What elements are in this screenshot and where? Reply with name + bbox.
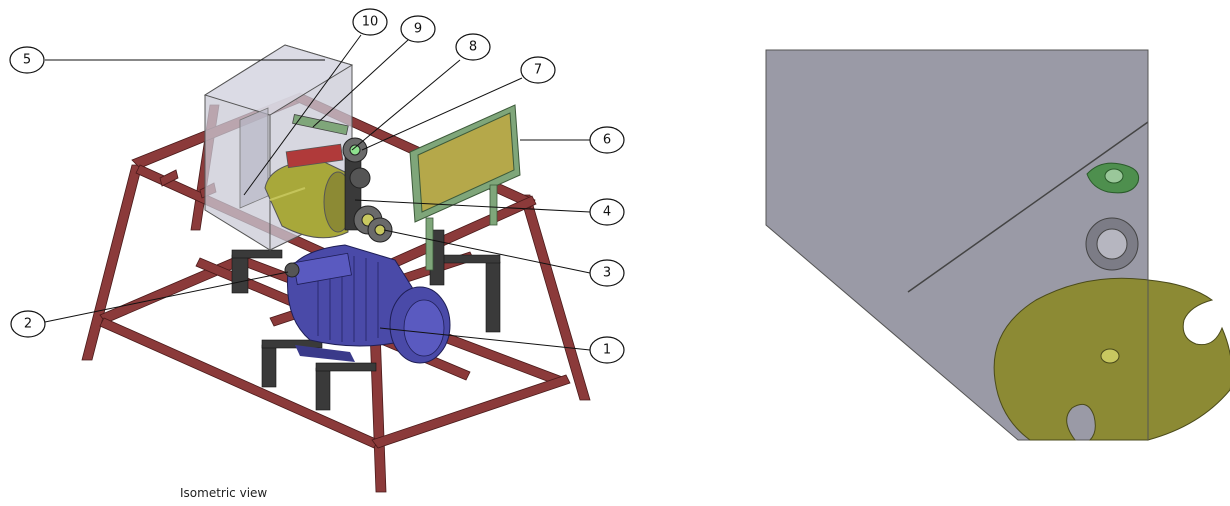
leader-lines (44, 34, 591, 351)
callout-7-label: 7 (534, 63, 542, 78)
leader-8 (351, 59, 461, 151)
detail-cam-right (1147, 279, 1230, 441)
support-right (485, 261, 501, 333)
sieve-mesh (417, 112, 515, 213)
callout-8-label: 8 (469, 40, 477, 55)
callout-1-label: 1 (603, 343, 611, 358)
lower-pulley-2-hub (374, 224, 386, 236)
detail-diagonal (907, 121, 1149, 293)
frame-low-back-left (99, 254, 247, 324)
red-roller (285, 143, 344, 169)
detail-cam-hole (1100, 348, 1120, 364)
isometric-assembly: 5 10 9 8 7 6 4 (9, 8, 625, 500)
support-front-left-top (261, 339, 323, 349)
callout-5-label: 5 (23, 53, 31, 68)
callout-7: 7 (520, 56, 556, 84)
leader-3 (383, 229, 591, 274)
callout-8: 8 (455, 33, 491, 61)
motor-foot (295, 345, 355, 362)
hopper-top (203, 44, 354, 116)
frame-leg-right (519, 194, 591, 401)
callout-4: 4 (589, 198, 625, 226)
upper-pulley-hub (349, 144, 361, 156)
caption-isometric-view: Isometric view (180, 486, 267, 500)
support-front-mid-top (315, 362, 377, 372)
callout-2: 2 (10, 310, 46, 338)
sieve-leg-1 (425, 217, 434, 271)
belt-drive (342, 137, 393, 243)
frame-top-stub (159, 169, 179, 187)
callout-1: 1 (589, 336, 625, 364)
callouts: 5 10 9 8 7 6 4 (9, 8, 625, 364)
drum-highlight (269, 187, 306, 201)
leader-1 (379, 327, 591, 351)
support-front-mid (315, 367, 331, 411)
motor-pulley (284, 262, 300, 278)
callout-10: 10 (352, 8, 388, 36)
support-rear-left-top (231, 249, 283, 259)
support-right-top (439, 254, 501, 264)
callout-4-label: 4 (603, 205, 611, 220)
callout-3: 3 (589, 259, 625, 287)
motor-end-cap-inner (403, 299, 445, 357)
sieve-screen (409, 104, 521, 271)
callout-9-label: 9 (414, 22, 422, 37)
callout-6: 6 (589, 126, 625, 154)
support-rear-left (231, 254, 249, 294)
detail-grey-ring (1085, 217, 1139, 271)
hopper-window (239, 107, 269, 209)
callout-9: 9 (400, 15, 436, 43)
detail-view (765, 49, 1230, 441)
detail-green-hole (1086, 162, 1140, 194)
callout-5: 5 (9, 46, 45, 74)
electric-motor (284, 244, 451, 364)
leader-7 (361, 77, 523, 151)
callout-3-label: 3 (603, 266, 611, 281)
motor-supports (231, 229, 501, 411)
callout-10-label: 10 (362, 15, 379, 30)
mid-pulley (349, 167, 371, 189)
callout-2-label: 2 (24, 317, 32, 332)
shaft (292, 113, 349, 136)
sieve-leg-2 (489, 184, 498, 226)
frame-low-front-left (99, 317, 379, 449)
leader-4 (354, 199, 591, 213)
leader-10 (243, 34, 362, 196)
leader-9 (312, 39, 409, 128)
detail-cam-disk (993, 277, 1230, 441)
support-front-left (261, 344, 277, 388)
frame-low-front-right (371, 374, 571, 449)
callout-6-label: 6 (603, 133, 611, 148)
leader-2 (44, 271, 289, 323)
